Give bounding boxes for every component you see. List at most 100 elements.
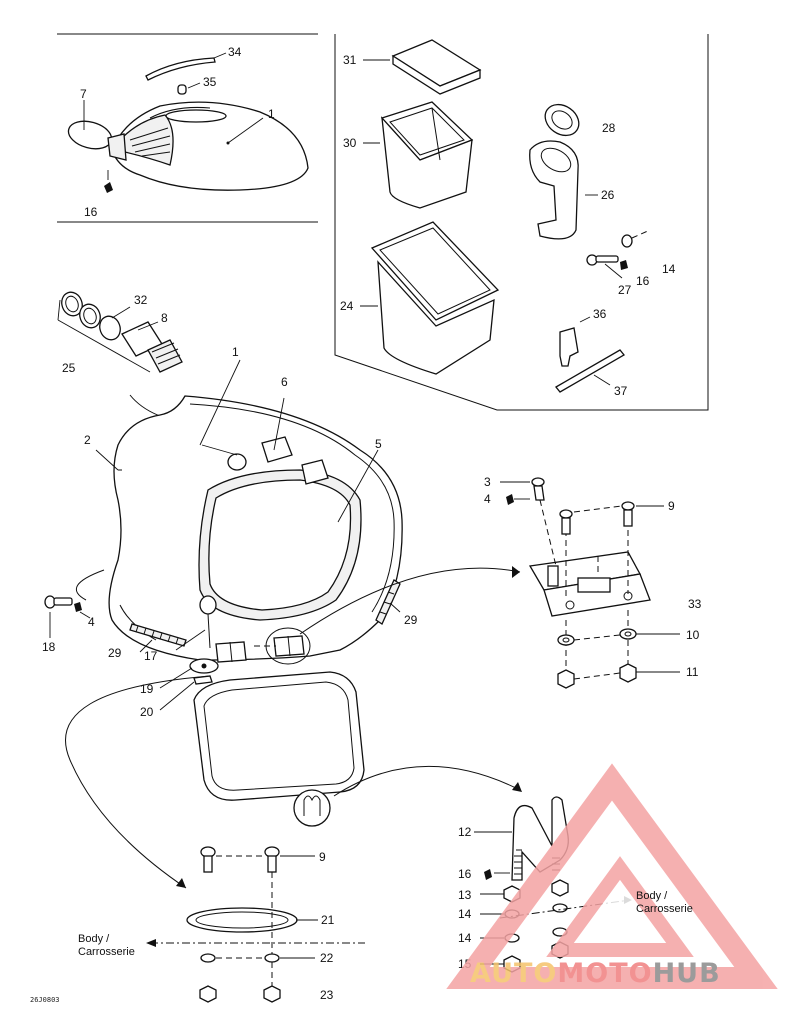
callout-2: 2 — [84, 433, 91, 447]
callout-1: 1 — [268, 107, 275, 121]
callout-8: 8 — [161, 311, 168, 325]
callout-18: 18 — [42, 640, 56, 654]
callout-16: 16 — [458, 867, 472, 881]
callout-28: 28 — [602, 121, 616, 135]
callout-27: 27 — [618, 283, 632, 297]
part-14-washer-right — [621, 229, 651, 248]
hinge-right — [265, 627, 311, 665]
part-9-bolts-right — [559, 501, 664, 535]
frame-top-right — [334, 34, 709, 411]
callout-31: 31 — [343, 53, 357, 67]
callout-4: 4 — [484, 492, 491, 506]
callout-14: 14 — [458, 931, 472, 945]
callout-24: 24 — [340, 299, 354, 313]
part-30-storage-box — [363, 101, 474, 209]
svg-text:Body /: Body / — [636, 890, 668, 902]
part-36-fitting — [559, 316, 591, 367]
part-34-strap — [145, 52, 227, 81]
part-7-lens — [67, 100, 127, 161]
part-16-clip-bottom — [484, 869, 510, 880]
callout-37: 37 — [614, 384, 628, 398]
part-4-clip-right — [506, 494, 530, 505]
part-4-clip-left — [74, 602, 91, 619]
callout-12: 12 — [458, 825, 472, 839]
callout-26: 26 — [601, 188, 615, 202]
part-17-latch — [175, 595, 217, 651]
callout-21: 21 — [321, 913, 335, 927]
part-31-storage-lid — [363, 39, 482, 95]
svg-text:Carrosserie: Carrosserie — [636, 903, 693, 915]
part-24-storage-tray — [360, 221, 500, 375]
frame-top-left — [57, 33, 318, 223]
part-22-washers — [200, 953, 315, 963]
svg-text:Carrosserie: Carrosserie — [78, 946, 135, 958]
watermark-triangle — [446, 763, 778, 989]
part-33-bracket-group — [528, 499, 651, 680]
part-26-holder — [529, 140, 598, 240]
callout-29: 29 — [108, 646, 122, 660]
callout-25: 25 — [62, 361, 76, 375]
callout-7: 7 — [80, 87, 87, 101]
callout-5: 5 — [375, 437, 382, 451]
part-10-washers — [557, 628, 680, 646]
callout-22: 22 — [320, 951, 334, 965]
callout-6: 6 — [281, 375, 288, 389]
hinge-left — [215, 641, 247, 663]
watermark-logo: AUTOMOTOHUB — [446, 763, 778, 989]
watermark-text: AUTOMOTOHUB — [470, 958, 721, 989]
callout-35: 35 — [203, 75, 217, 89]
callout-labels: 1 7 16 34 35 31 30 24 28 26 14 27 16 36 … — [42, 45, 702, 1002]
callout-1: 1 — [232, 345, 239, 359]
part-23-nuts — [199, 985, 281, 1003]
door-frame — [193, 671, 365, 801]
callout-14: 14 — [662, 262, 676, 276]
main-fairing-assembly — [95, 359, 403, 661]
callout-36: 36 — [593, 307, 607, 321]
body-line-left — [146, 939, 365, 947]
drawing-code: 26J0803 — [30, 996, 60, 1004]
callout-11: 11 — [686, 665, 699, 679]
part-1-headlight-cover — [111, 101, 309, 191]
part-29-strip-right — [375, 579, 401, 625]
callout-23: 23 — [320, 988, 334, 1002]
callout-33: 33 — [688, 597, 702, 611]
callout-34: 34 — [228, 45, 242, 59]
part-3-screw — [500, 477, 545, 501]
callout-32: 32 — [134, 293, 148, 307]
callout-30: 30 — [343, 136, 357, 150]
callout-4: 4 — [88, 615, 95, 629]
callout-20: 20 — [140, 705, 154, 719]
callout-16: 16 — [636, 274, 650, 288]
callout-14: 14 — [458, 907, 472, 921]
part-19-20-base — [159, 658, 219, 711]
body-label-left: Body / Carrosserie — [78, 933, 135, 958]
part-16-clip-top — [104, 170, 113, 193]
seal-detail-circle — [293, 789, 331, 827]
callout-17: 17 — [144, 649, 158, 663]
callout-9: 9 — [319, 850, 326, 864]
part-27-screw-right — [586, 254, 623, 279]
callout-10: 10 — [686, 628, 700, 642]
part-18-screw-left — [44, 595, 73, 638]
part-37-rod — [555, 349, 625, 393]
part-29-strip-left — [129, 623, 187, 653]
part-11-nuts — [557, 663, 680, 689]
callout-9: 9 — [668, 499, 675, 513]
part-25-gauge-kit — [57, 291, 183, 373]
part-28-cap — [544, 103, 580, 137]
part-21-gasket — [186, 872, 318, 990]
svg-text:Body /: Body / — [78, 933, 110, 945]
part-1-hatching — [129, 127, 171, 157]
callout-29: 29 — [404, 613, 418, 627]
watermark-inner-triangle — [546, 856, 694, 957]
callout-13: 13 — [458, 888, 472, 902]
part-9-bolts-bottom — [200, 846, 315, 873]
callout-19: 19 — [140, 682, 154, 696]
callout-3: 3 — [484, 475, 491, 489]
callout-16: 16 — [84, 205, 98, 219]
part-35-knob — [177, 82, 201, 95]
assembly-arrows — [65, 566, 522, 889]
part-16-clip-right — [620, 260, 628, 270]
body-label-right: Body / Carrosserie — [636, 890, 693, 915]
